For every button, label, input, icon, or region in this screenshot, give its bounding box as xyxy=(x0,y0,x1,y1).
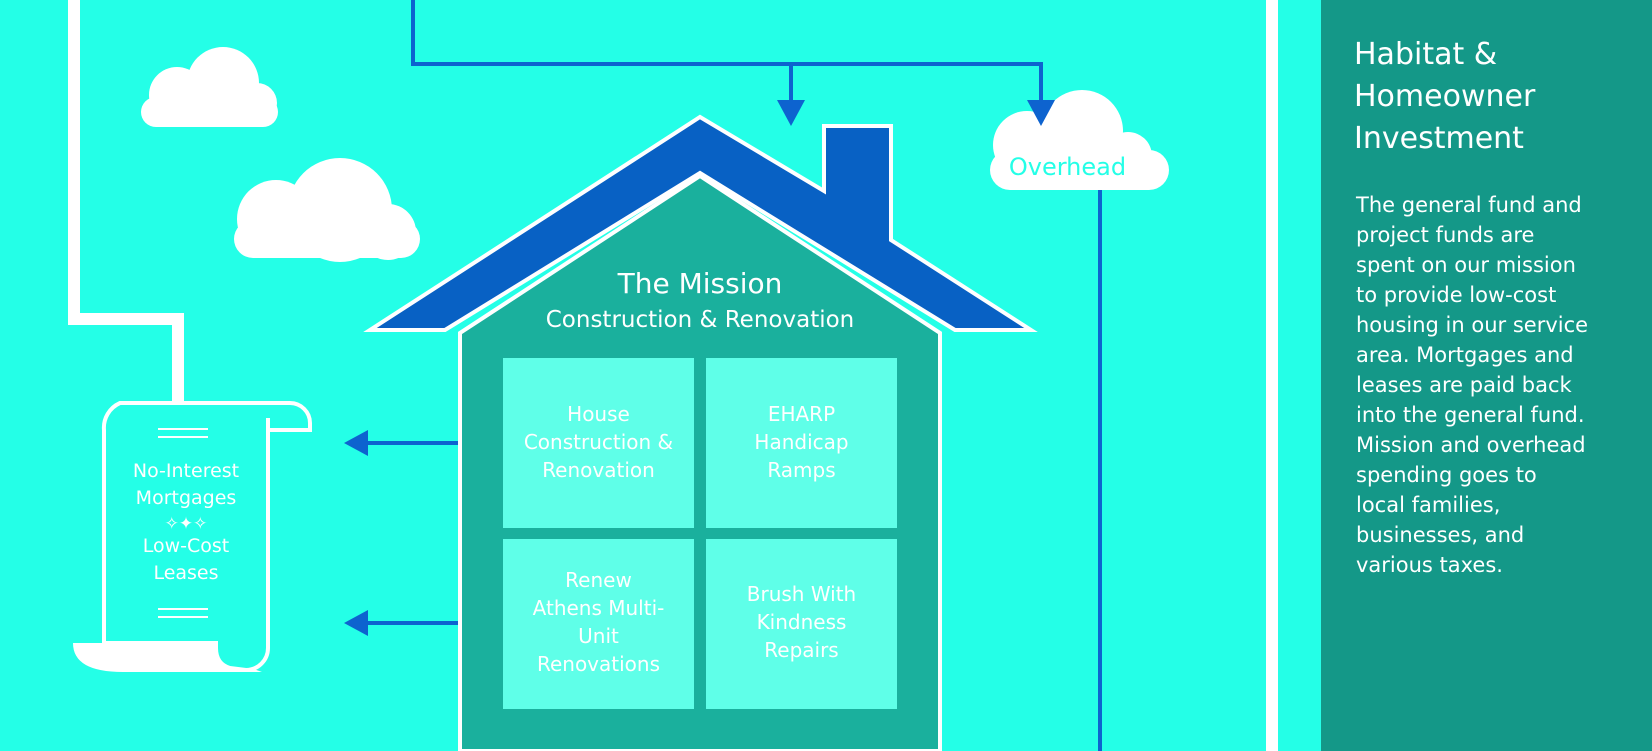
sidebar-body: The general fund and project funds are s… xyxy=(1356,193,1589,577)
scroll-line-1: No-Interest xyxy=(132,460,240,482)
sidebar-title: Habitat & Homeowner Investment xyxy=(1354,37,1536,156)
box-label-renew-athens: Renew Athens Multi-Unit Renovations xyxy=(532,568,665,676)
scroll-icon xyxy=(73,401,312,673)
box-house-construction xyxy=(503,358,694,528)
scroll-separator: ✧✦✧ xyxy=(164,514,208,534)
box-brush-with-kindness xyxy=(706,539,897,709)
overhead-label: Overhead xyxy=(1008,153,1127,181)
divider-strip xyxy=(1266,0,1278,751)
mission-title: The Mission xyxy=(617,267,783,300)
scroll-line-3: Low-Cost xyxy=(142,535,230,557)
box-renew-athens xyxy=(503,539,694,709)
scroll-line-4: Leases xyxy=(153,562,219,584)
arrow-down-overhead-icon xyxy=(1027,100,1055,126)
scroll-line-2: Mortgages xyxy=(135,487,237,509)
cloud-large xyxy=(234,158,420,262)
mission-subtitle: Construction & Renovation xyxy=(545,307,855,333)
cloud-overhead xyxy=(990,90,1169,190)
cloud-small xyxy=(141,47,278,127)
box-label-eharp: EHARP Handicap Ramps xyxy=(754,402,849,482)
sidebar-panel: Habitat & Homeowner Investment The gener… xyxy=(1321,0,1652,751)
arrow-down-mission-icon xyxy=(777,100,805,126)
box-label-brush-with-kindness: Brush With Kindness Repairs xyxy=(746,582,857,662)
box-label-house-construction: House Construction & Renovation xyxy=(523,402,674,482)
pipe-to-scroll xyxy=(68,0,184,404)
roof xyxy=(363,114,1038,332)
top-connector-line xyxy=(411,0,1043,100)
box-eharp xyxy=(706,358,897,528)
arrow-left-lower-icon xyxy=(344,610,368,636)
arrow-left-upper-icon xyxy=(344,430,368,456)
